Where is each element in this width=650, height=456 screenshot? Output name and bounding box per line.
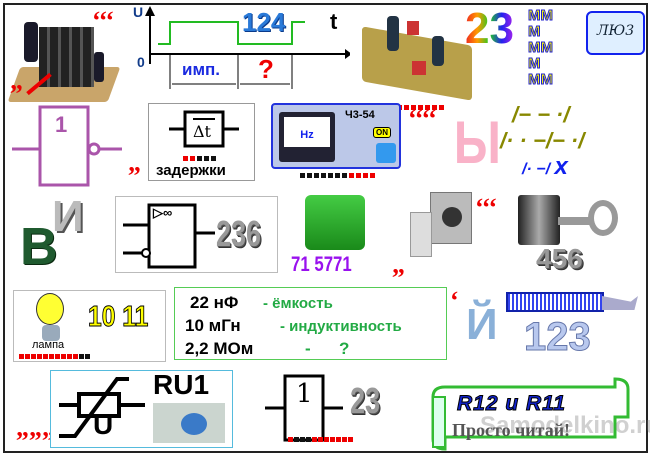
m-row: ММ [528,71,554,88]
gate-label: 1 [296,379,313,409]
meter-dial: Hz [279,112,335,162]
morse-line: /− − ·/ [512,102,570,127]
quote-mark: ‘‘‘ [92,6,115,35]
origin-label: 0 [137,54,145,70]
watermark: Samodelkino.ru [480,412,650,439]
trigger-box: ▷∞ 236 [115,196,278,273]
number-23-rainbow: 23 [465,4,514,53]
m-row: М [528,55,542,72]
delay-caption: задержки [156,162,226,179]
unit-desc: - ? [305,339,350,358]
letter-v: В [20,218,58,276]
delta-t-symbol: Δt [193,122,211,141]
tagline: Просто читай! [452,420,571,440]
tactile-button-image [410,192,475,262]
scroll-text: R12 и R11 [457,392,566,416]
m-row: ММ [528,39,554,56]
units-box: 22 нФ - ёмкость 10 мГн - индуктивность 2,2… [174,287,447,360]
varistor-photo [153,403,225,443]
quote-mark: ‘ [450,286,459,315]
u-axis-label: U [133,4,144,20]
number-236: 236 [216,213,262,254]
heatsink-board-image [7,12,121,112]
unit-desc: - индуктивность [280,318,402,335]
letter-y: Ы [453,109,501,176]
delay-element-box: Δt задержки [148,103,255,181]
transformer-image [305,195,365,250]
unit-value: 2,2 МОм [185,339,254,358]
toggle-icon[interactable] [376,143,396,163]
letter-dots [300,173,375,178]
number-123: 123 [524,315,592,360]
file-tool-image [506,292,639,314]
amplifier-board-image [357,6,475,101]
letter-dots [183,156,216,161]
quote-mark: „ [10,66,23,95]
ru1-label: RU1 [153,369,210,400]
morse-line: /· −/ [522,161,551,178]
number-10-11: 10 11 [88,301,149,334]
quote-mark: „ [128,148,141,177]
varistor-box: U RU1 [50,369,233,448]
number-23: 23 [350,380,381,421]
morse-line: /· · −/− ·/ [500,128,585,153]
pulse-label: имп. [182,60,221,79]
unit-value: 10 мГн [185,316,241,335]
scroll-banner: R12 и R11 [425,375,630,453]
unit-value: 22 нФ [190,293,239,312]
unit-desc: - ёмкость [263,295,333,312]
morse-code: /− − ·/ /· · −/− ·/ /· −/ x [500,102,584,183]
frequency-meter: Hz Ч3-54 ON [271,103,401,169]
letter-short-i: Й [466,300,498,349]
lightbulb-character-icon [36,293,64,325]
trigger-symbol: ▷∞ [153,205,173,220]
quote-mark: „ [392,250,405,279]
quote-mark: ‘‘‘‘ [408,104,437,133]
hz-label: Hz [284,117,330,147]
buffer-gate-symbol: 1 [265,373,350,443]
vi-letters: И В [20,192,100,282]
quote-mark: ‘‘‘ [475,193,498,222]
unit-row: 10 мГн - индуктивность [185,315,446,338]
number-71-5771: 71 5771 [291,253,352,276]
m-row: М [528,23,542,40]
question-mark: ? [258,54,274,84]
lamp-box: лампа 10 11 [13,290,166,362]
piston-image [518,195,618,250]
letter-x: x [554,153,568,180]
number-124: 124 [242,7,286,37]
letter-dots [19,354,90,359]
lamp-caption: лампа [32,339,65,351]
signature-logo: ЛЮ3 [586,11,645,55]
logo-text: ЛЮ3 [596,23,635,39]
m-letter-grid: ММ М ММ М ММ [528,7,554,88]
on-switch[interactable]: ON [373,127,391,138]
unit-row: 2,2 МОм - ? [185,338,446,360]
puzzle-frame [3,3,648,453]
number-456: 456 [536,243,583,274]
voltage-u-label: U [93,409,114,440]
gate-label: 1 [55,112,68,137]
letter-i: И [52,192,84,241]
timing-diagram: U 0 t 124 имп. ? [130,4,352,114]
not-gate-symbol: 1 [10,104,125,189]
m-row: ММ [528,7,554,24]
letter-dots [288,437,353,442]
t-axis-label: t [330,9,338,34]
unit-row: 22 нФ - ёмкость [185,292,446,315]
quote-mark: „„„ [16,413,55,442]
meter-model: Ч3-54 [345,109,375,121]
